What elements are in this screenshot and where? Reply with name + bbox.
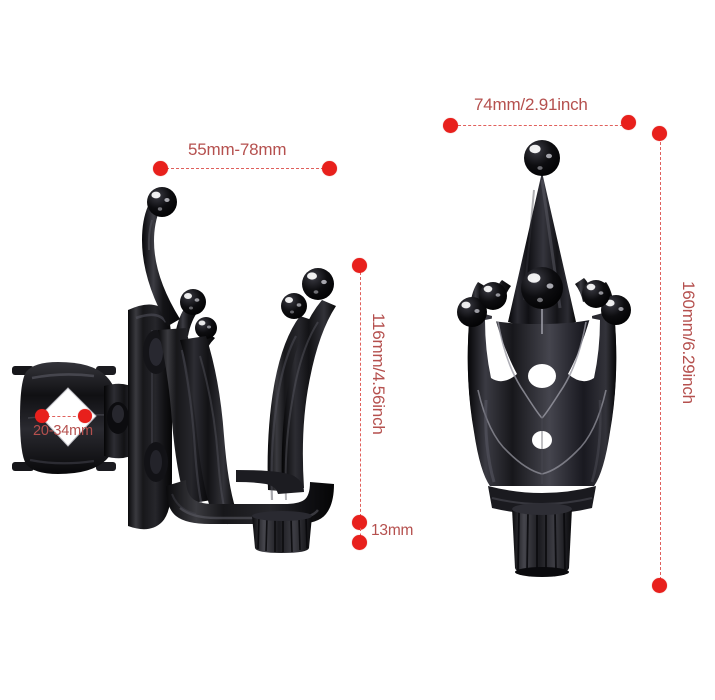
dimension-dot-clamp-right: [78, 409, 92, 423]
dimension-dot-base-height-bottom: [352, 535, 367, 550]
dimension-dot-crown-width-left: [443, 118, 458, 133]
dimension-dot-crown-height-bottom: [652, 578, 667, 593]
dimension-label-cage-width: 55mm-78mm: [188, 140, 287, 159]
dimension-dot-cage-height-bottom: [352, 515, 367, 530]
dimension-line-cage-width: [161, 168, 329, 169]
dimension-line-crown-width: [458, 125, 628, 126]
dimension-dot-clamp-left: [35, 409, 49, 423]
dimension-dot-crown-width-right: [621, 115, 636, 130]
dimension-dot-cage-width-right: [322, 161, 337, 176]
dimension-label-crown-height: 160mm/6.29inch: [679, 281, 698, 404]
dimension-dot-cage-height-top: [352, 258, 367, 273]
dimension-label-clamp-diameter: 20-34mm: [33, 423, 93, 439]
dimension-line-crown-height: [660, 137, 661, 585]
dimension-line-clamp-diameter: [47, 416, 81, 417]
dimension-label-crown-width: 74mm/2.91inch: [474, 95, 588, 114]
dimension-dot-crown-height-top: [652, 126, 667, 141]
dimension-label-cage-height: 116mm/4.56inch: [369, 313, 388, 435]
dimension-label-base-height: 13mm: [371, 522, 414, 539]
dimension-dot-cage-width-left: [153, 161, 168, 176]
dimension-line-cage-height: [360, 272, 361, 522]
